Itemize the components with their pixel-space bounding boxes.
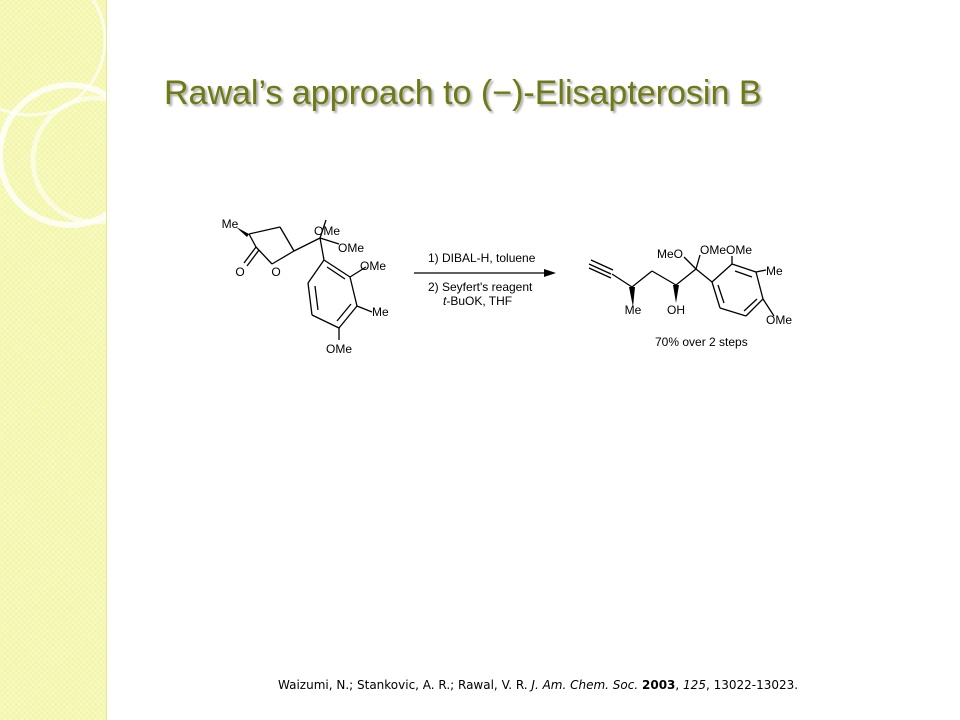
- svg-text:OMe: OMe: [326, 342, 352, 356]
- svg-text:OMe: OMe: [700, 243, 726, 257]
- literature-citation: Waizumi, N.; Stankovic, A. R.; Rawal, V.…: [278, 678, 799, 692]
- svg-text:O: O: [235, 265, 244, 279]
- svg-text:Me: Me: [625, 303, 642, 317]
- reaction-step-2-conditions: t-BuOK, THF: [443, 294, 512, 308]
- reaction-scheme: Me OMe OMe OMe Me OMe O O 1) DIBAL-H, to…: [222, 217, 793, 356]
- product-labels: MeO OMe OMe Me OMe Me OH: [625, 243, 793, 327]
- svg-text:O: O: [271, 265, 280, 279]
- sidebar-rings-decoration: [0, 0, 106, 228]
- svg-text:MeO: MeO: [657, 247, 683, 261]
- starting-material-labels: Me OMe OMe OMe Me OMe O O: [222, 217, 389, 356]
- svg-text:OMe: OMe: [360, 259, 386, 273]
- reaction-arrow: [414, 269, 556, 277]
- reaction-yield: 70% over 2 steps: [655, 335, 748, 349]
- stereo-wedge: [673, 285, 679, 303]
- starting-material-structure: [243, 219, 373, 340]
- svg-text:OMe: OMe: [726, 243, 752, 257]
- svg-text:OH: OH: [667, 303, 685, 317]
- svg-text:Me: Me: [766, 264, 783, 278]
- slide-title: Rawal’s approach to (−)-Elisapterosin B: [164, 74, 762, 112]
- stereo-wedge: [236, 227, 249, 237]
- svg-text:OMe: OMe: [766, 313, 792, 327]
- decorative-sidebar: [0, 0, 107, 720]
- product-structure: [588, 254, 775, 317]
- svg-text:Me: Me: [222, 217, 239, 231]
- svg-text:Me: Me: [372, 305, 389, 319]
- stereo-wedge: [629, 287, 635, 307]
- reaction-step-2: 2) Seyfert's reagent: [428, 280, 533, 294]
- reaction-step-1: 1) DIBAL-H, toluene: [428, 251, 536, 265]
- svg-text:OMe: OMe: [314, 224, 340, 238]
- svg-text:OMe: OMe: [338, 241, 364, 255]
